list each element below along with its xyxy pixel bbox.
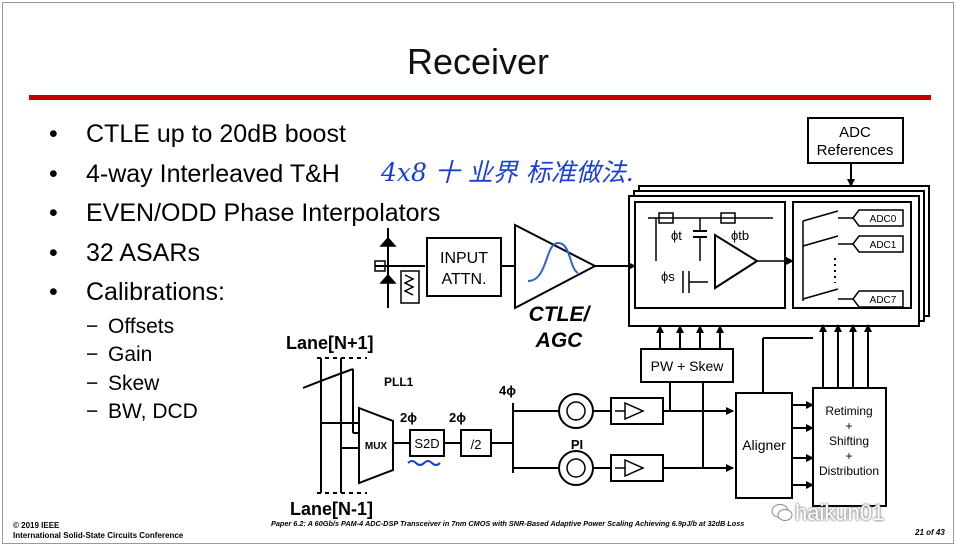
- ctle-agc-label-2: AGC: [535, 329, 584, 352]
- pi-bottom-circle: [558, 450, 594, 486]
- pll-wire: [302, 368, 354, 389]
- four-phi-label: 4ϕ: [499, 383, 516, 398]
- bullet-text: Calibrations:: [86, 278, 225, 306]
- bullet-text: CTLE up to 20dB boost: [86, 120, 346, 148]
- th-buffer-amp: [714, 233, 759, 290]
- watermark-text: haikun01: [795, 500, 885, 525]
- th-switch-phitb: [720, 212, 736, 224]
- input-attn-line2: ATTN.: [441, 271, 486, 288]
- two-phi-label-a: 2ϕ: [400, 410, 417, 425]
- ctle-response-curve: [527, 241, 579, 282]
- adc7-label: ADC7: [870, 295, 897, 306]
- mux-label: MUX: [365, 441, 388, 452]
- phi-t-label: ϕt: [671, 228, 682, 243]
- adc1-block: [852, 235, 904, 253]
- mux-block: [358, 406, 394, 485]
- lane-top-label: Lane[N+1]: [286, 333, 374, 353]
- retiming-line2: +: [845, 419, 852, 433]
- bullet-dot: •: [49, 159, 58, 188]
- title-underline: [29, 95, 931, 100]
- retiming-box: [812, 387, 887, 507]
- bullet-text: EVEN/ODD Phase Interpolators: [86, 199, 441, 227]
- adc-array-box: [792, 201, 912, 309]
- th-switch-phit: [658, 212, 674, 224]
- aligner-label: Aligner: [742, 437, 786, 453]
- sub-bullet-dash: −: [86, 371, 99, 395]
- pi-bottom-inner: [566, 458, 586, 478]
- adc0-label: ADC0: [870, 214, 897, 225]
- bullet-text: 4-way Interleaved T&H: [86, 159, 340, 188]
- footer-page-number: 21 of 43: [915, 528, 945, 537]
- retiming-line5: Distribution: [819, 464, 879, 478]
- adc-references-line1: ADC: [839, 124, 871, 141]
- track-hold-box: [634, 201, 786, 309]
- sub-bullet-text: BW, DCD: [108, 400, 198, 423]
- buffer-bottom-tri: [624, 458, 645, 478]
- phi-tb-label: ϕtb: [731, 228, 749, 243]
- adc0-block: [852, 209, 904, 227]
- wechat-icon: [771, 504, 793, 521]
- esd-diode-top: [379, 236, 397, 247]
- slide-title: Receiver: [406, 41, 550, 82]
- adc1-label: ADC1: [870, 240, 897, 251]
- buffer-top-tri: [624, 401, 645, 421]
- two-phi-label-b: 2ϕ: [449, 410, 466, 425]
- s2d-label: S2D: [414, 436, 439, 451]
- bullet-dot: •: [49, 120, 58, 148]
- esd-diode-bottom: [379, 273, 397, 284]
- sub-bullet-text: Gain: [108, 343, 153, 366]
- adc-switch-1: [802, 235, 839, 247]
- adc-references-box: [807, 117, 904, 164]
- bullet-dot: •: [49, 238, 58, 267]
- receiver-block-diagram: ADC References INPUT ATTN. CTLE/ AGC ϕt …: [286, 117, 930, 519]
- pi-top-inner: [566, 401, 586, 421]
- pll-label: PLL1: [384, 375, 414, 389]
- resistor-zigzag: [403, 274, 415, 296]
- adc-switch-7: [802, 288, 839, 300]
- bullet-dot: •: [49, 278, 58, 306]
- adc-switch-0: [802, 210, 839, 222]
- handwritten-annotation: 4x8 ⼗ 业界 标准做法.: [381, 158, 634, 187]
- pw-skew-box: [640, 348, 734, 383]
- lane-bottom-label: Lane[N-1]: [290, 499, 373, 519]
- sub-bullet-text: Skew: [108, 371, 160, 395]
- div2-label: /2: [471, 437, 482, 452]
- retiming-line3: Shifting: [829, 434, 869, 448]
- sub-bullet-text: Offsets: [108, 314, 175, 338]
- sub-bullet-dash: −: [86, 314, 99, 338]
- footer-paper: Paper 6.2: A 60Gb/s PAM-4 ADC-DSP Transc…: [271, 519, 745, 528]
- pi-top-circle: [558, 393, 594, 429]
- adc7-block: [852, 290, 904, 308]
- pw-skew-label: PW + Skew: [651, 358, 725, 374]
- ctle-amp: [514, 223, 598, 310]
- ctle-agc-label-1: CTLE/: [529, 303, 592, 326]
- termination-resistor: [400, 270, 420, 304]
- phi-s-label: ϕs: [661, 269, 675, 284]
- bullet-text: 32 ASARs: [86, 238, 200, 267]
- footer-conference: International Solid-State Circuits Confe…: [13, 531, 184, 540]
- retiming-line4: +: [845, 449, 852, 463]
- sub-bullet-dash: −: [86, 400, 99, 423]
- input-attn-line1: INPUT: [440, 250, 488, 267]
- bullet-dot: •: [49, 199, 58, 227]
- sub-bullet-dash: −: [86, 343, 99, 366]
- retiming-line1: Retiming: [825, 404, 872, 418]
- s2d-underline-ink: [407, 460, 441, 466]
- footer-copyright: © 2019 IEEE: [13, 521, 60, 530]
- adc-references-line2: References: [817, 142, 894, 159]
- pi-label: PI: [571, 437, 583, 452]
